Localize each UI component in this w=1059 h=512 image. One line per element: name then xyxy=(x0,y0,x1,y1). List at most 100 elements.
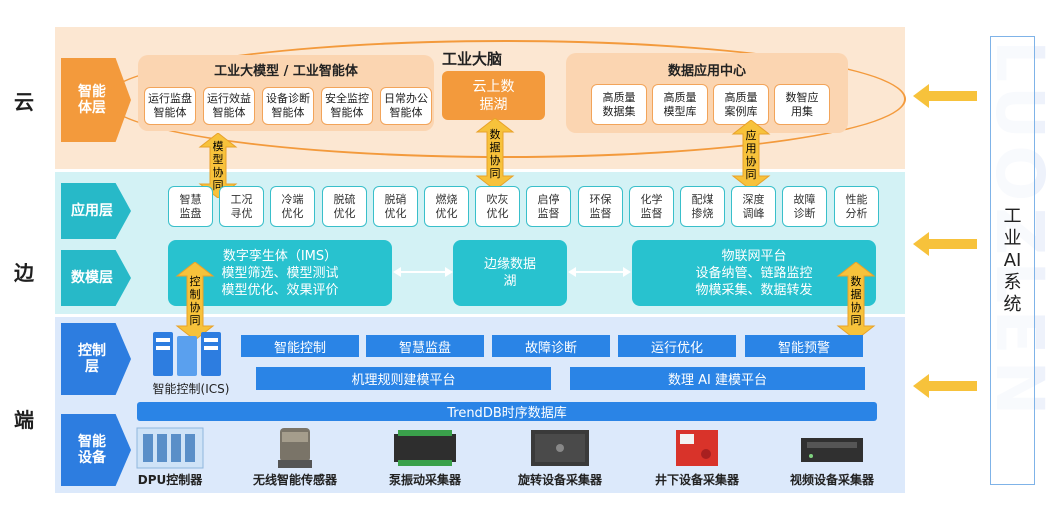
iot-line-3: 物模采集、数据转发 xyxy=(695,282,813,298)
device-label: 井下设备采集器 xyxy=(654,473,739,487)
agent-card-label: 安全监控智能体 xyxy=(325,92,369,119)
sync-arrow-data xyxy=(475,118,515,190)
sync-arrow-model xyxy=(198,133,238,198)
tsdb-text: TrendDB时序数据库 xyxy=(447,406,567,421)
app-item: 工况寻优 xyxy=(219,186,264,227)
edge-data-lake-text: 边缘数据湖 xyxy=(483,257,536,289)
edge-data-lake-block: 边缘数据湖 xyxy=(453,240,567,306)
data-center-title: 数据应用中心 xyxy=(667,64,746,79)
agent-card: 日常办公智能体 xyxy=(380,87,432,125)
control-function-label: 故障诊断 xyxy=(524,340,577,356)
app-item-label: 化学监督 xyxy=(640,192,663,220)
iot-line-1: 物联网平台 xyxy=(721,248,787,264)
sync-label-app-text: 应用协同 xyxy=(745,129,757,181)
app-item: 冷端优化 xyxy=(270,186,315,227)
app-item-label: 故障诊断 xyxy=(793,192,816,220)
agent-card: 设备诊断智能体 xyxy=(262,87,314,125)
digital-twin-line-2: 模型筛选、模型测试 xyxy=(221,265,339,281)
app-item: 环保监督 xyxy=(578,186,623,227)
tier-cloud: 云 xyxy=(14,90,34,114)
cloud-data-lake-text: 云上数据湖 xyxy=(472,78,515,113)
control-function-button: 智能预警 xyxy=(745,335,863,357)
sync-label-data-2-text: 数据协同 xyxy=(850,275,862,327)
device-label: 视频设备采集器 xyxy=(789,473,874,487)
rotating-equipment-collector-icon xyxy=(531,430,589,466)
tier-edge: 边 xyxy=(14,261,34,285)
modeling-platform-label: 数理 AI 建模平台 xyxy=(668,373,767,388)
pump-vibration-collector-icon xyxy=(394,430,456,466)
device-label: 旋转设备采集器 xyxy=(517,473,602,487)
agent-card: 安全监控智能体 xyxy=(321,87,373,125)
device-label: DPU控制器 xyxy=(137,473,203,487)
layer-label-model-text: 数模层 xyxy=(71,270,113,286)
cloud-ellipse xyxy=(104,40,906,158)
app-item: 吹灰优化 xyxy=(475,186,520,227)
iot-line-2: 设备纳管、链路监控 xyxy=(695,265,813,281)
side-system-box: 工业AI系统 xyxy=(990,36,1035,485)
side-arrow-end xyxy=(913,374,977,398)
data-center-card: 高质量数据集 xyxy=(591,84,647,125)
app-item: 脱硫优化 xyxy=(322,186,367,227)
data-center-card: 高质量模型库 xyxy=(652,84,708,125)
app-item-label: 吹灰优化 xyxy=(486,192,509,220)
agent-card: 运行监盘智能体 xyxy=(144,87,196,125)
ics-label: 智能控制(ICS) xyxy=(152,382,230,396)
agent-card-label: 运行效益智能体 xyxy=(207,92,251,119)
data-center-card-label: 高质量模型库 xyxy=(663,90,697,118)
modeling-platform-label: 机理规则建模平台 xyxy=(351,373,456,388)
app-item-label: 配煤掺烧 xyxy=(691,192,714,220)
layer-label-agent-text: 智能体层 xyxy=(78,84,106,116)
data-center-card-label: 高质量案例库 xyxy=(724,90,758,118)
control-function-label: 运行优化 xyxy=(650,340,703,356)
side-system-label: 工业AI系统 xyxy=(1003,205,1022,315)
sync-label-control-text: 控制协同 xyxy=(189,275,201,327)
dpu-controller-icon xyxy=(136,427,204,469)
digital-twin-line-3: 模型优化、效果评价 xyxy=(221,282,339,298)
cloud-data-lake: 云上数据湖 xyxy=(442,71,545,120)
control-function-label: 智慧监盘 xyxy=(398,340,451,356)
agent-card-label: 日常办公智能体 xyxy=(384,92,428,119)
underground-collector-icon xyxy=(676,430,718,466)
tier-end: 端 xyxy=(14,408,34,432)
sync-label-data-text: 数据协同 xyxy=(489,128,501,180)
layer-label-device: 智能设备 xyxy=(61,414,131,486)
layer-label-device-text: 智能设备 xyxy=(78,434,106,466)
server-icon xyxy=(153,332,221,376)
layer-label-app-text: 应用层 xyxy=(71,203,113,219)
app-item-label: 冷端优化 xyxy=(281,192,304,220)
sync-label-model-text: 模型协同 xyxy=(212,139,224,192)
sync-arrow-app xyxy=(731,120,771,190)
app-item: 化学监督 xyxy=(629,186,674,227)
modeling-platform-bar: 数理 AI 建模平台 xyxy=(570,367,865,390)
device-label: 无线智能传感器 xyxy=(252,473,337,487)
app-item-label: 工况寻优 xyxy=(230,192,253,220)
app-item: 故障诊断 xyxy=(782,186,827,227)
sync-label-data-2: 数据协同 xyxy=(846,270,866,332)
layer-label-app: 应用层 xyxy=(61,183,131,239)
control-function-button: 故障诊断 xyxy=(492,335,610,357)
side-arrow-cloud xyxy=(913,84,977,108)
control-function-label: 智能控制 xyxy=(273,340,326,356)
control-function-label: 智能预警 xyxy=(777,340,830,356)
app-item-label: 脱硝优化 xyxy=(384,192,407,220)
digital-twin-line-1: 数字孪生体（IMS） xyxy=(222,248,338,264)
sync-arrow-data-2 xyxy=(836,262,876,340)
video-collector-icon xyxy=(801,438,863,462)
app-item-label: 环保监督 xyxy=(589,192,612,220)
app-item: 启停监督 xyxy=(526,186,571,227)
sync-label-model: 模型协同 xyxy=(208,138,228,193)
device-label: 泵振动采集器 xyxy=(388,473,461,487)
app-item-label: 智慧监盘 xyxy=(179,192,202,220)
data-center-card-label: 数智应用集 xyxy=(785,90,819,118)
app-item-label: 性能分析 xyxy=(845,192,868,220)
app-item: 深度调峰 xyxy=(731,186,776,227)
app-item: 配煤掺烧 xyxy=(680,186,725,227)
app-item: 燃烧优化 xyxy=(424,186,469,227)
app-item-label: 脱硫优化 xyxy=(333,192,356,220)
agent-card-label: 运行监盘智能体 xyxy=(148,92,192,119)
app-item-label: 深度调峰 xyxy=(742,192,765,220)
data-center-card-label: 高质量数据集 xyxy=(602,90,636,118)
wireless-sensor-icon xyxy=(278,428,312,468)
tsdb-bar: TrendDB时序数据库 xyxy=(137,402,877,421)
app-item: 智慧监盘 xyxy=(168,186,213,227)
